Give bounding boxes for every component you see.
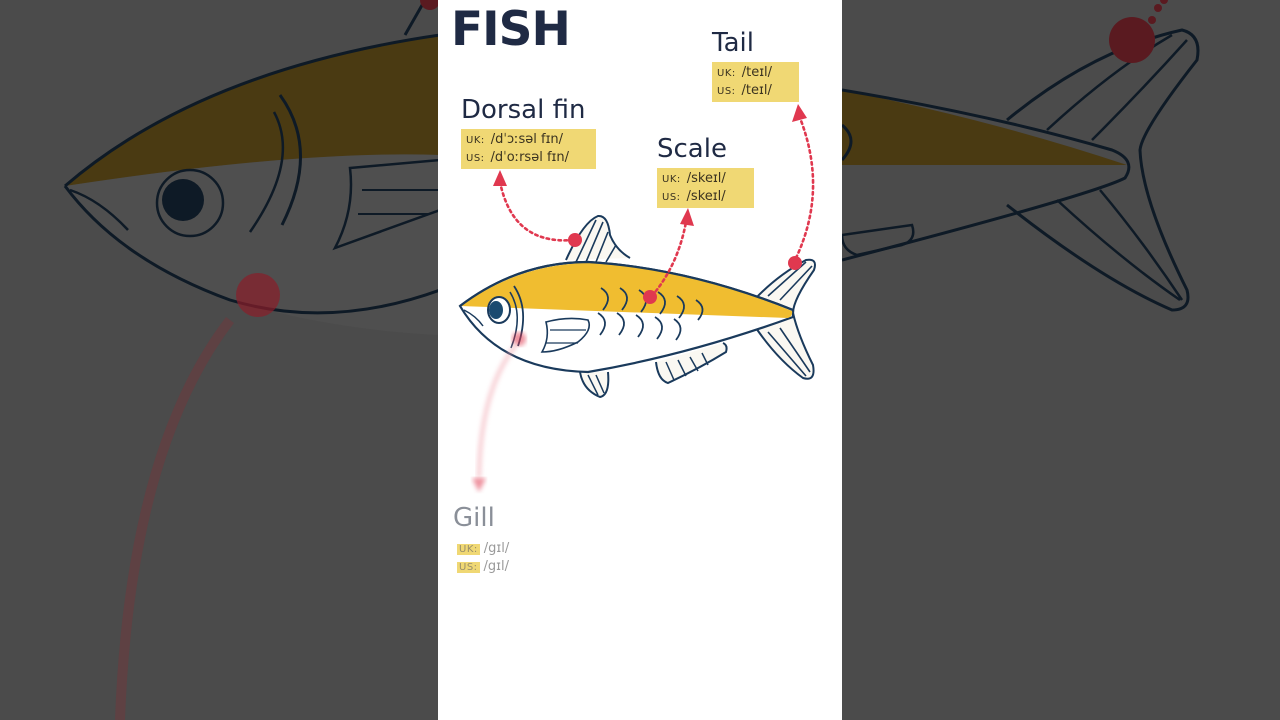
dorsal-fin-marker: [493, 170, 582, 247]
pronunciation-box: UK: /teɪl/ US: /teɪl/: [712, 62, 799, 102]
backdrop-left: [0, 0, 440, 720]
scale-marker: [643, 208, 694, 304]
page-title: FISH: [451, 2, 571, 57]
us-pronunciation: /dˈoːrsəl fɪn/: [490, 150, 569, 165]
fish-illustration: [458, 104, 816, 492]
lower-fins: [579, 342, 728, 399]
backdrop-fish-head-illustration: [63, 0, 440, 720]
gill-marker: [472, 332, 526, 492]
tail-marker: [788, 104, 815, 270]
pronunciation-box: UK: /dˈɔːsəl fɪn/ US: /dˈoːrsəl fɪn/: [461, 129, 596, 169]
term-name: Gill: [453, 503, 495, 533]
scales: [597, 287, 704, 341]
dorsal-fin: [565, 214, 631, 263]
backdrop-fish-tail-illustration: [842, 0, 1200, 312]
uk-pronunciation: /skeɪl/: [686, 171, 726, 186]
uk-label: UK:: [466, 135, 485, 146]
backdrop-right: [842, 0, 1280, 720]
us-pronunciation: /skeɪl/: [686, 189, 726, 204]
fish-body: [458, 260, 795, 374]
term-name: Scale: [657, 134, 727, 164]
us-label: US:: [466, 153, 485, 164]
pronunciation-box: UK:/gɪl/ US:/gɪl/: [457, 540, 509, 576]
us-pronunciation: /teɪl/: [741, 83, 772, 98]
term-scale: Scale UK: /skeɪl/ US: /skeɪl/: [657, 133, 754, 208]
term-name: Dorsal fin: [461, 95, 586, 125]
us-pronunciation: /gɪl/: [483, 559, 510, 574]
term-name: Tail: [712, 28, 754, 58]
term-gill: Gill UK:/gɪl/ US:/gɪl/: [453, 502, 509, 576]
uk-pronunciation: /gɪl/: [483, 541, 510, 556]
us-label: US:: [717, 86, 736, 97]
term-dorsal-fin: Dorsal fin UK: /dˈɔːsəl fɪn/ US: /dˈoːrsəl…: [461, 94, 596, 169]
fish-diagram-card: FISH Dorsal fin UK: /dˈɔːsəl fɪn/ US: /dˈo…: [438, 0, 842, 720]
uk-label: UK:: [717, 68, 736, 79]
us-label: US:: [662, 192, 681, 203]
uk-pronunciation: /teɪl/: [741, 65, 773, 80]
us-label: US:: [457, 562, 480, 573]
pronunciation-box: UK: /skeɪl/ US: /skeɪl/: [657, 168, 754, 208]
uk-label: UK:: [457, 544, 480, 555]
uk-label: UK:: [662, 174, 681, 185]
uk-pronunciation: /dˈɔːsəl fɪn/: [490, 132, 564, 147]
term-tail: Tail UK: /teɪl/ US: /teɪl/: [712, 27, 799, 102]
